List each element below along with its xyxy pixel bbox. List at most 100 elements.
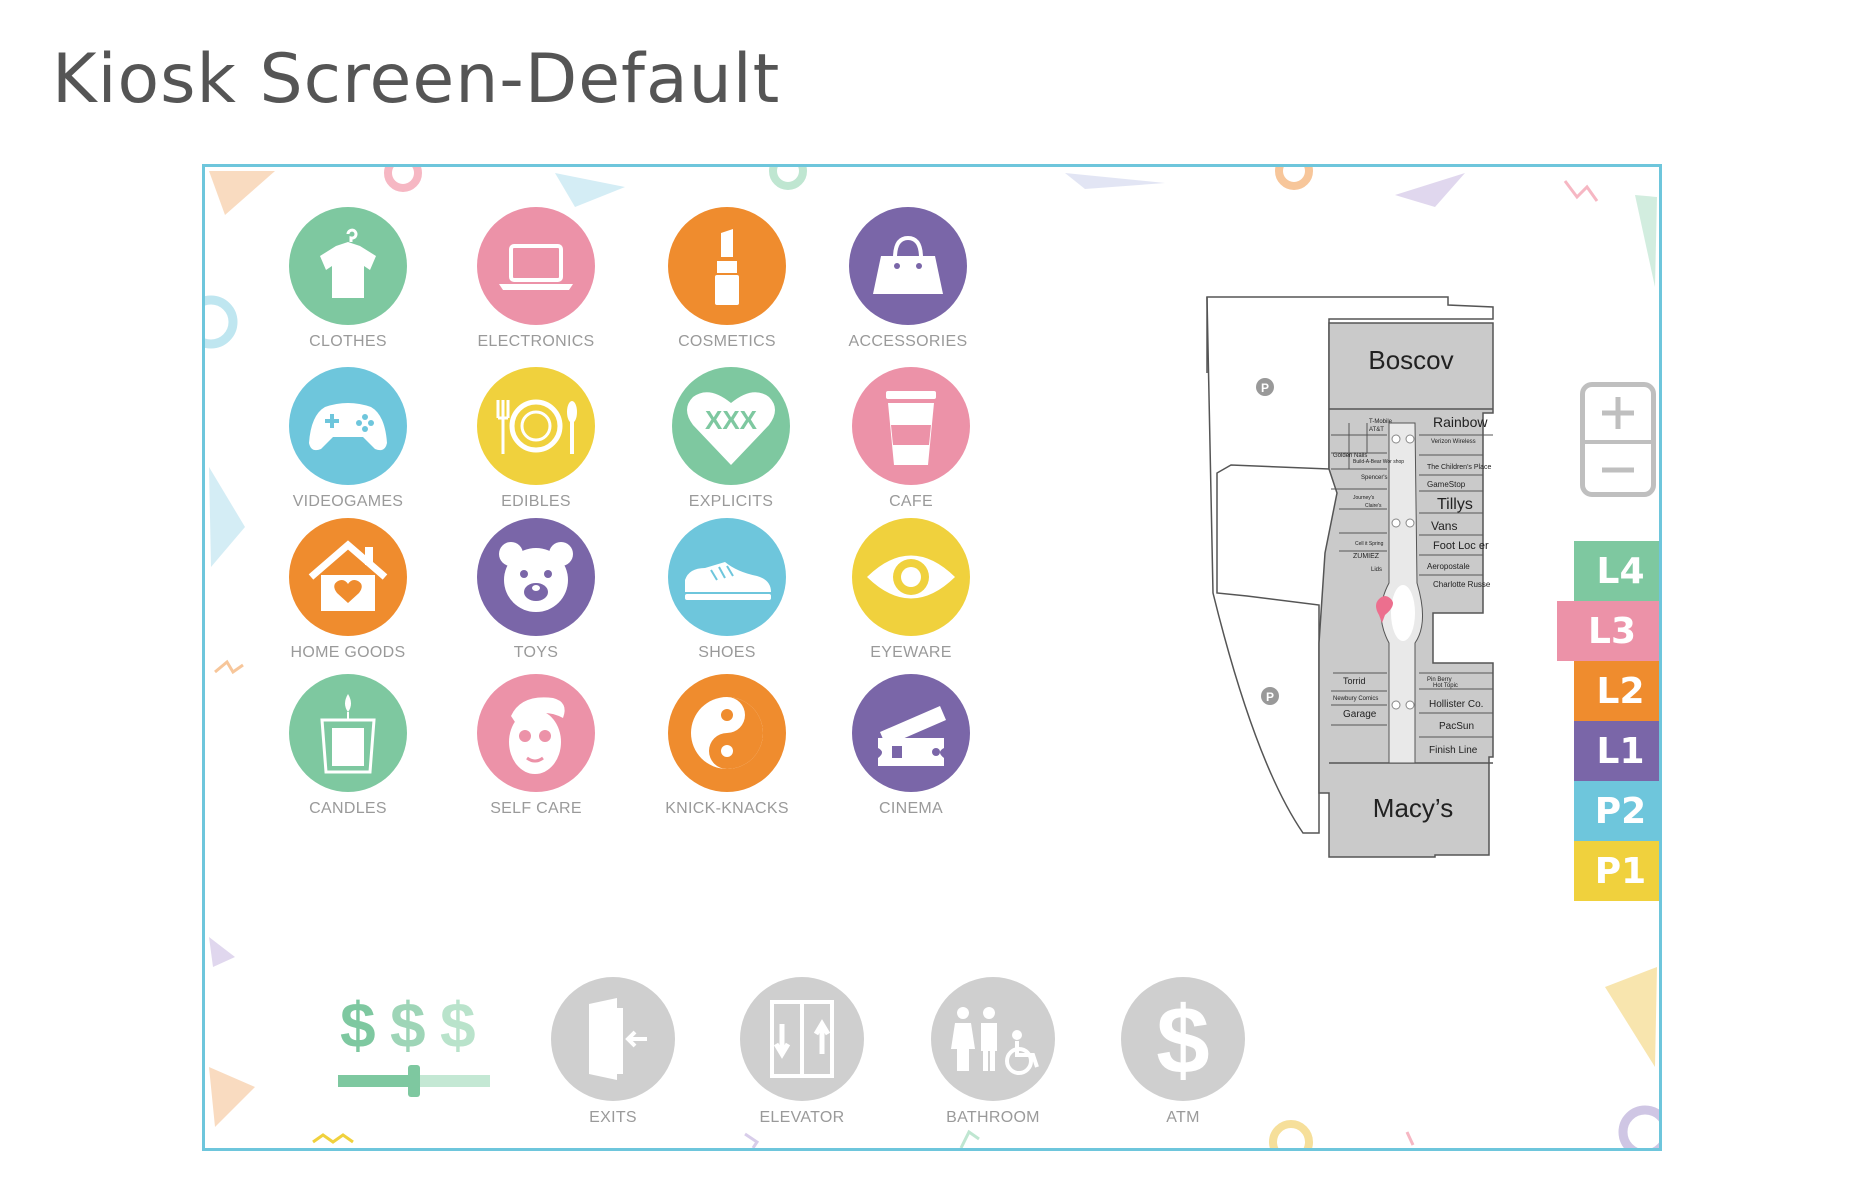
category-toys[interactable]: TOYS (446, 518, 626, 662)
service-label: EXITS (589, 1109, 637, 1126)
plate-icon (496, 399, 577, 454)
category-cafe[interactable]: CAFE (821, 367, 1001, 511)
level-button-p2[interactable]: P2 (1574, 781, 1659, 841)
category-label: KNICK-KNACKS (665, 800, 789, 817)
level-button-l3[interactable]: L3 (1557, 601, 1659, 661)
store-label[interactable]: Build-A-Bear Wor shop (1353, 459, 1404, 465)
category-edibles[interactable]: EDIBLES (446, 367, 626, 511)
store-label[interactable]: Lids (1371, 567, 1382, 573)
category-label: CANDLES (309, 800, 387, 817)
svg-text:XXX: XXX (705, 405, 758, 435)
level-button-p1[interactable]: P1 (1574, 841, 1659, 901)
svg-text:P: P (1266, 690, 1274, 704)
service-exits[interactable]: EXITS (523, 977, 703, 1127)
category-videogames[interactable]: VIDEOGAMES (258, 367, 438, 511)
category-self-care[interactable]: SELF CARE (446, 674, 626, 818)
parking-marker-north[interactable]: P (1256, 378, 1274, 396)
price-symbol-mid[interactable]: $ (390, 989, 426, 1061)
service-elevator[interactable]: ELEVATOR (712, 977, 892, 1127)
store-label[interactable]: Vans (1431, 519, 1457, 533)
svg-text:$: $ (1156, 989, 1209, 1089)
house-icon (308, 540, 388, 611)
store-label[interactable]: Foot Loc er (1433, 540, 1489, 552)
category-label: EYEWARE (870, 644, 952, 661)
store-label[interactable]: Finish Line (1429, 745, 1478, 756)
category-cinema[interactable]: CINEMA (821, 674, 1001, 818)
price-slider-handle[interactable] (408, 1065, 420, 1097)
store-label[interactable]: Garage (1343, 709, 1377, 720)
store-label[interactable]: Newbury Comics (1333, 696, 1378, 702)
lipstick-icon (715, 229, 739, 305)
store-label[interactable]: Pin Berry (1427, 677, 1452, 683)
category-cosmetics[interactable]: COSMETICS (637, 207, 817, 351)
price-filter[interactable]: $ $ $ (330, 979, 490, 1104)
category-home-goods[interactable]: HOME GOODS (258, 518, 438, 662)
store-label[interactable]: Cell it Spring (1355, 541, 1384, 547)
zoom-in-button[interactable] (1585, 387, 1651, 440)
store-label[interactable]: Golden Nails (1333, 453, 1367, 459)
store-label[interactable]: Verizon Wireless (1431, 439, 1476, 445)
service-atm[interactable]: $ ATM (1093, 977, 1273, 1127)
price-symbol-low[interactable]: $ (340, 989, 376, 1061)
category-label: EDIBLES (501, 493, 571, 510)
price-symbol-high[interactable]: $ (440, 989, 476, 1061)
store-label[interactable]: AT&T (1369, 427, 1384, 433)
category-label: ELECTRONICS (477, 333, 595, 350)
category-label: ACCESSORIES (848, 333, 968, 350)
store-label[interactable]: The Children's Place (1427, 464, 1491, 471)
store-label[interactable]: Torrid (1343, 676, 1366, 686)
level-button-l2[interactable]: L2 (1574, 661, 1659, 721)
category-electronics[interactable]: ELECTRONICS (446, 207, 626, 351)
service-label: ELEVATOR (759, 1109, 845, 1126)
exit-door-icon (589, 998, 647, 1080)
category-eyeware[interactable]: EYEWARE (821, 518, 1001, 662)
store-label[interactable]: T-Mobile (1369, 419, 1393, 425)
yin-yang-icon (691, 697, 763, 769)
store-label[interactable]: Tillys (1437, 496, 1473, 513)
level-button-l4[interactable]: L4 (1574, 541, 1659, 601)
price-slider-fill (338, 1075, 414, 1087)
anchor-store-top[interactable]: Boscov (1368, 345, 1453, 375)
category-label: TOYS (513, 644, 559, 661)
store-label[interactable]: Hot Topic (1433, 683, 1458, 689)
store-label[interactable]: Rainbow (1433, 414, 1488, 430)
category-candles[interactable]: CANDLES (258, 674, 438, 818)
coffee-cup-icon (886, 391, 936, 465)
xxx-heart-icon: XXX (687, 392, 775, 465)
store-label[interactable]: Journey's (1353, 495, 1375, 501)
category-label: CAFE (889, 493, 933, 510)
elevator-icon (770, 1000, 834, 1078)
svg-text:P: P (1261, 381, 1269, 395)
store-label[interactable]: Aeropostale (1427, 562, 1470, 571)
service-bathroom[interactable]: BATHROOM (903, 977, 1083, 1127)
plus-icon (1602, 397, 1634, 430)
minus-icon (1602, 467, 1634, 473)
category-label: SELF CARE (490, 800, 582, 817)
category-label: EXPLICITS (688, 493, 774, 510)
store-label[interactable]: PacSun (1439, 721, 1474, 732)
restroom-icon (951, 1007, 1039, 1075)
category-clothes[interactable]: CLOTHES (258, 207, 438, 351)
service-label: ATM (1166, 1109, 1200, 1126)
dollar-icon: $ (1156, 989, 1209, 1089)
mall-map[interactable]: P P Boscov Macy’s Rainbow Verizon Wirele… (1203, 293, 1523, 1001)
category-shoes[interactable]: SHOES (637, 518, 817, 662)
store-label[interactable]: Spencer's (1361, 475, 1388, 481)
decorative-pattern (205, 167, 1659, 1148)
category-accessories[interactable]: ACCESSORIES (818, 207, 998, 351)
sneaker-icon (685, 562, 771, 600)
gamepad-icon (309, 403, 387, 451)
category-explicits[interactable]: XXX EXPLICITS (641, 367, 821, 511)
level-button-l1[interactable]: L1 (1574, 721, 1659, 781)
kiosk-screen: CLOTHES ELECTRONICS COSMETICS ACCESSORIE… (202, 164, 1662, 1151)
store-label[interactable]: ZUMIEZ (1353, 553, 1380, 560)
store-label[interactable]: Claire's (1365, 503, 1382, 509)
zoom-out-button[interactable] (1585, 439, 1651, 497)
store-label[interactable]: Hollister Co. (1429, 699, 1483, 710)
parking-marker-south[interactable]: P (1261, 687, 1279, 705)
laptop-icon (499, 244, 573, 290)
anchor-store-bottom[interactable]: Macy’s (1373, 793, 1453, 823)
store-label[interactable]: GameStop (1427, 480, 1466, 489)
category-knick-knacks[interactable]: KNICK-KNACKS (637, 674, 817, 818)
store-label[interactable]: Charlotte Russe (1433, 580, 1491, 589)
